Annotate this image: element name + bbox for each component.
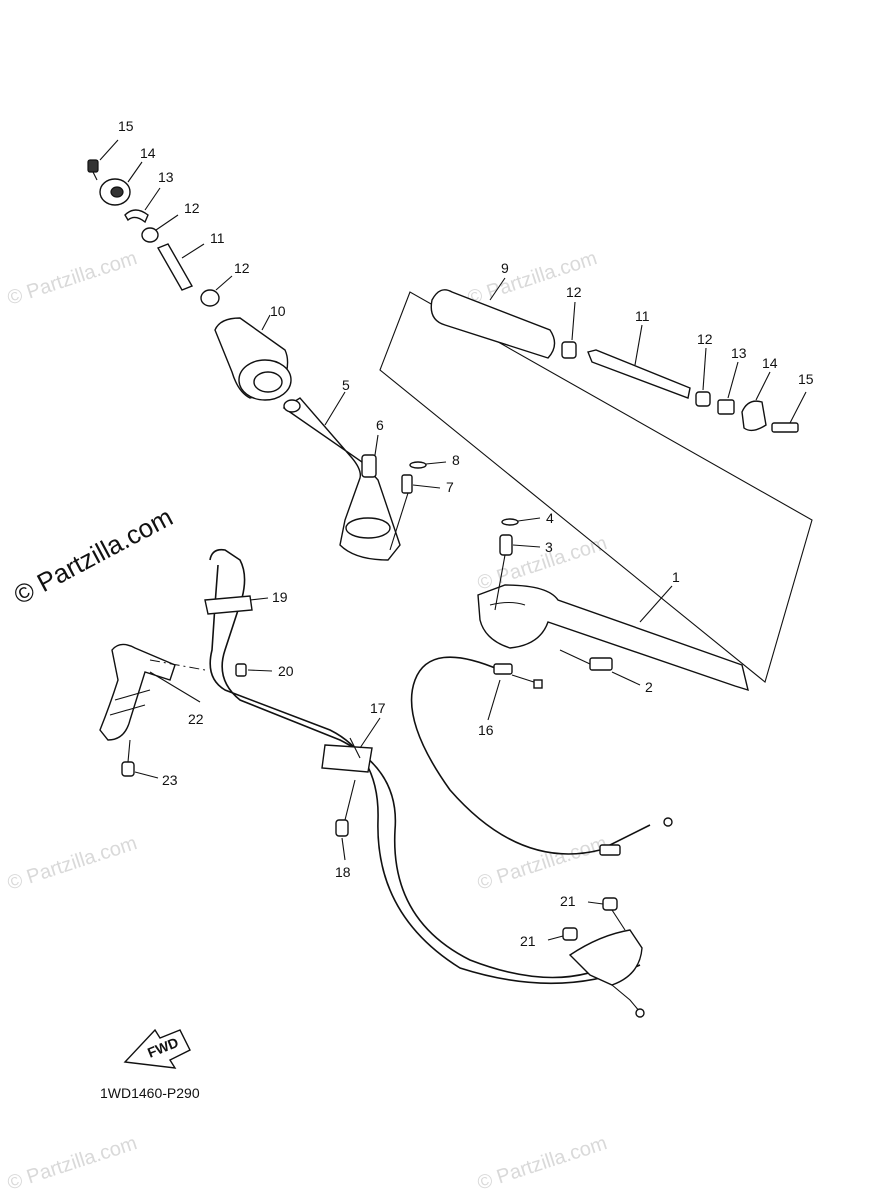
grip-row	[430, 277, 807, 433]
switch-wiring	[204, 548, 645, 1018]
callout-10: 10	[270, 303, 286, 319]
watermark: © Partzilla.com	[5, 832, 140, 895]
callout-11: 11	[635, 308, 650, 324]
throttle-cable	[410, 656, 673, 856]
callout-21: 21	[560, 893, 576, 909]
callout-8: 8	[452, 452, 460, 468]
watermark: © Partzilla.com	[475, 1132, 610, 1195]
callout-22: 22	[188, 711, 204, 727]
callout-1: 1	[672, 569, 680, 585]
throttle-assembly	[87, 139, 447, 561]
callout-7: 7	[446, 479, 454, 495]
callout-17: 17	[370, 700, 386, 716]
callout-6: 6	[376, 417, 384, 433]
watermark: © Partzilla.com	[475, 832, 610, 895]
callout-12: 12	[234, 260, 250, 276]
callout-15: 15	[798, 371, 814, 387]
callout-11: 11	[210, 230, 225, 246]
callout-12: 12	[184, 200, 200, 216]
watermark: © Partzilla.com	[465, 247, 600, 310]
callout-5: 5	[342, 377, 350, 393]
callout-19: 19	[272, 589, 288, 605]
watermark: © Partzilla.com	[475, 532, 610, 595]
callout-14: 14	[140, 145, 156, 161]
handle-switch	[99, 643, 206, 779]
watermark: © Partzilla.com	[5, 247, 140, 310]
diagram-code: 1WD1460-P290	[100, 1085, 200, 1101]
callout-18: 18	[335, 864, 351, 880]
callout-14: 14	[762, 355, 778, 371]
callout-2: 2	[645, 679, 653, 695]
callout-16: 16	[478, 722, 494, 738]
callout-13: 13	[731, 345, 747, 361]
callout-3: 3	[545, 539, 553, 555]
fwd-arrow-icon: FWD	[123, 1028, 191, 1069]
callout-13: 13	[158, 169, 174, 185]
callout-12: 12	[566, 284, 582, 300]
callout-12: 12	[697, 331, 713, 347]
callout-15: 15	[118, 118, 134, 134]
callout-20: 20	[278, 663, 294, 679]
watermark-main: © Partzilla.com	[9, 502, 178, 611]
callout-4: 4	[546, 510, 554, 526]
callout-21: 21	[520, 933, 536, 949]
callout-9: 9	[501, 260, 509, 276]
callout-23: 23	[162, 772, 178, 788]
callouts: 15 14 13 12 11 12 10 5 6 8 7 9 12 11 12 …	[118, 118, 814, 949]
exploded-frame	[379, 291, 813, 683]
handlebar	[477, 517, 749, 692]
watermark: © Partzilla.com	[5, 1132, 140, 1195]
